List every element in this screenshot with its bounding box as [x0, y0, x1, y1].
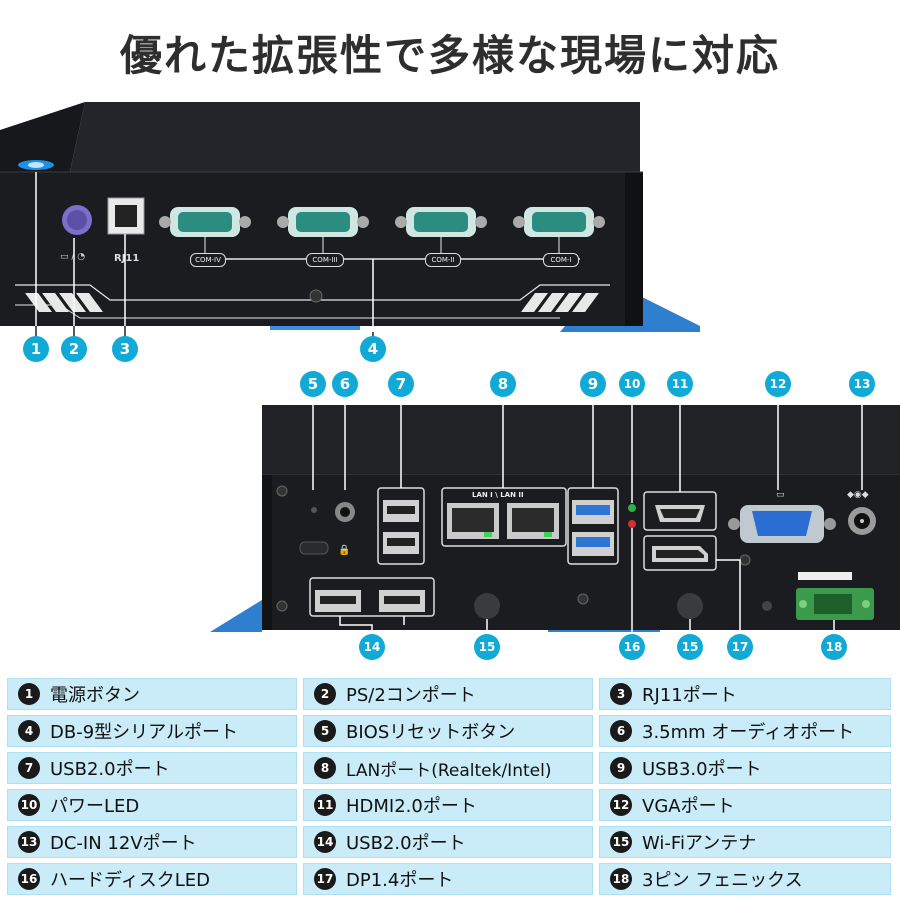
legend-item: 10 パワーLED	[7, 789, 297, 821]
svg-text:▭ / ◔: ▭ / ◔	[60, 252, 85, 262]
page-title: 優れた拡張性で多様な現場に対応	[119, 31, 780, 80]
callout-17: 17	[727, 634, 753, 660]
legend-num: 1	[18, 683, 40, 705]
svg-text:▭: ▭	[776, 490, 785, 500]
com-label-iii: COM-III	[306, 253, 344, 267]
callout-10: 10	[619, 371, 645, 397]
legend-num: 9	[610, 757, 632, 779]
callout-16: 16	[619, 634, 645, 660]
callout-2: 2	[61, 336, 87, 362]
legend-num: 13	[18, 831, 40, 853]
legend-item: 9 USB3.0ポート	[599, 752, 891, 784]
legend-label: BIOSリセットボタン	[346, 722, 516, 743]
callout-8: 8	[490, 371, 516, 397]
legend-label: 電源ボタン	[50, 685, 140, 706]
legend-label: USB2.0ポート	[346, 833, 466, 854]
legend-label: 3ピン フェニックス	[642, 870, 803, 891]
rj11-label: RJ11	[114, 253, 139, 264]
legend-item: 2 PS/2コンポート	[303, 678, 593, 710]
com-label-iv: COM-IV	[190, 253, 226, 267]
legend-item: 14 USB2.0ポート	[303, 826, 593, 858]
legend-label: ハードディスクLED	[50, 870, 211, 891]
callout-18: 18	[821, 634, 847, 660]
com-label-i: COM-I	[543, 253, 579, 267]
com-label-ii: COM-II	[425, 253, 461, 267]
legend-label: パワーLED	[50, 796, 140, 817]
svg-text:🔒: 🔒	[338, 544, 350, 556]
legend-item: 6 3.5mm オーディオポート	[599, 715, 891, 747]
callout-5: 5	[300, 371, 326, 397]
legend-item: 12 VGAポート	[599, 789, 891, 821]
legend-item: 1 電源ボタン	[7, 678, 297, 710]
legend-label: HDMI2.0ポート	[346, 796, 477, 817]
legend-num: 7	[18, 757, 40, 779]
legend-num: 4	[18, 720, 40, 742]
legend-label: USB3.0ポート	[642, 759, 762, 780]
legend-label: DC-IN 12Vポート	[50, 833, 197, 854]
legend-num: 3	[610, 683, 632, 705]
legend-label: RJ11ポート	[642, 685, 737, 706]
svg-text:◆◉◆: ◆◉◆	[847, 490, 869, 500]
legend-item: 15 Wi-Fiアンテナ	[599, 826, 891, 858]
legend-num: 10	[18, 794, 40, 816]
legend-item: 18 3ピン フェニックス	[599, 863, 891, 895]
callout-14: 14	[359, 634, 385, 660]
legend-num: 12	[610, 794, 632, 816]
callout-13: 13	[849, 371, 875, 397]
legend-item: 5 BIOSリセットボタン	[303, 715, 593, 747]
callout-15a: 15	[474, 634, 500, 660]
lan-label: LAN I \ LAN II	[472, 491, 524, 499]
callout-7: 7	[388, 371, 414, 397]
legend-num: 2	[314, 683, 336, 705]
legend-num: 14	[314, 831, 336, 853]
legend-label: DP1.4ポート	[346, 870, 454, 891]
legend-label: LANポート(Realtek/Intel)	[346, 760, 552, 781]
legend-item: 16 ハードディスクLED	[7, 863, 297, 895]
legend-num: 17	[314, 868, 336, 890]
callout-6: 6	[332, 371, 358, 397]
legend-item: 4 DB-9型シリアルポート	[7, 715, 297, 747]
callout-11: 11	[667, 371, 693, 397]
legend-num: 15	[610, 831, 632, 853]
legend-label: VGAポート	[642, 796, 735, 817]
legend-num: 18	[610, 868, 632, 890]
legend-label: USB2.0ポート	[50, 759, 170, 780]
legend-item: 3 RJ11ポート	[599, 678, 891, 710]
legend-num: 11	[314, 794, 336, 816]
legend-item: 8 LANポート(Realtek/Intel)	[303, 752, 593, 784]
callout-15b: 15	[677, 634, 703, 660]
legend-label: DB-9型シリアルポート	[50, 722, 238, 743]
callout-9: 9	[580, 371, 606, 397]
legend-label: 3.5mm オーディオポート	[642, 722, 855, 743]
legend-num: 5	[314, 720, 336, 742]
legend-num: 16	[18, 868, 40, 890]
callout-3: 3	[112, 336, 138, 362]
legend-item: 17 DP1.4ポート	[303, 863, 593, 895]
callout-12: 12	[765, 371, 791, 397]
callout-1: 1	[23, 336, 49, 362]
legend-num: 8	[314, 757, 336, 779]
legend-item: 7 USB2.0ポート	[7, 752, 297, 784]
callout-4: 4	[360, 336, 386, 362]
legend-label: PS/2コンポート	[346, 685, 476, 706]
legend-item: 11 HDMI2.0ポート	[303, 789, 593, 821]
legend-num: 6	[610, 720, 632, 742]
legend-label: Wi-Fiアンテナ	[642, 833, 757, 854]
legend-item: 13 DC-IN 12Vポート	[7, 826, 297, 858]
